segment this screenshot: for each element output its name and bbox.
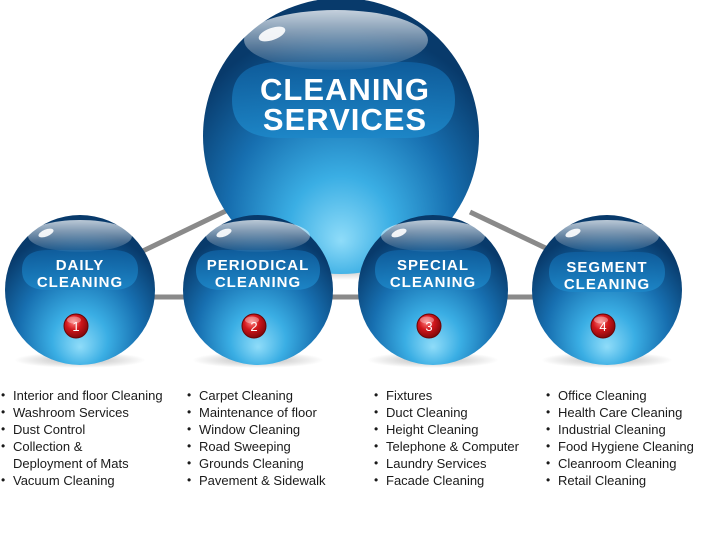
- category-segment-line1: SEGMENT: [566, 259, 647, 276]
- category-daily-line2: CLEANING: [37, 274, 123, 291]
- list-item: Dust Control: [0, 421, 163, 438]
- list-item: Telephone & Computer: [373, 438, 519, 455]
- list-item: Carpet Cleaning: [186, 387, 325, 404]
- list-item: Interior and floor Cleaning: [0, 387, 163, 404]
- category-sphere-segment: SEGMENT CLEANING 4: [532, 215, 682, 368]
- main-title-line1: CLEANING: [260, 72, 430, 107]
- list-item: Maintenance of floor: [186, 404, 325, 421]
- list-item: Road Sweeping: [186, 438, 325, 455]
- number-badge-1: 1: [63, 313, 89, 339]
- number-badge-2-label: 2: [250, 319, 257, 334]
- list-item: Fixtures: [373, 387, 519, 404]
- list-item: Health Care Cleaning: [545, 404, 694, 421]
- number-badge-4-label: 4: [599, 319, 606, 334]
- number-badge-4: 4: [590, 313, 616, 339]
- category-sphere-special: SPECIAL CLEANING 3: [358, 215, 508, 368]
- daily-cleaning-list: Interior and floor Cleaning Washroom Ser…: [0, 387, 163, 489]
- list-item: Retail Cleaning: [545, 472, 694, 489]
- list-item: Laundry Services: [373, 455, 519, 472]
- list-item: Cleanroom Cleaning: [545, 455, 694, 472]
- special-cleaning-list: Fixtures Duct Cleaning Height Cleaning T…: [373, 387, 519, 489]
- list-item: Food Hygiene Cleaning: [545, 438, 694, 455]
- number-badge-3: 3: [416, 313, 442, 339]
- category-daily-line1: DAILY: [56, 257, 105, 274]
- list-item: Collection &: [0, 438, 163, 455]
- list-item: Grounds Cleaning: [186, 455, 325, 472]
- list-item: Pavement & Sidewalk: [186, 472, 325, 489]
- main-sphere: CLEANING SERVICES: [203, 0, 479, 280]
- periodical-cleaning-list: Carpet Cleaning Maintenance of floor Win…: [186, 387, 325, 489]
- list-item: Washroom Services: [0, 404, 163, 421]
- list-item: Vacuum Cleaning: [0, 472, 163, 489]
- number-badge-1-label: 1: [72, 319, 79, 334]
- list-item: Duct Cleaning: [373, 404, 519, 421]
- number-badge-3-label: 3: [425, 319, 432, 334]
- main-title-line2: SERVICES: [263, 102, 427, 137]
- list-item: Facade Cleaning: [373, 472, 519, 489]
- category-special-line1: SPECIAL: [397, 257, 469, 274]
- list-item: Industrial Cleaning: [545, 421, 694, 438]
- category-segment-line2: CLEANING: [564, 276, 650, 293]
- number-badge-2: 2: [241, 313, 267, 339]
- list-item: Office Cleaning: [545, 387, 694, 404]
- category-sphere-periodical: PERIODICAL CLEANING 2: [183, 215, 333, 368]
- category-periodical-line1: PERIODICAL: [207, 257, 310, 274]
- category-sphere-daily: DAILY CLEANING 1: [5, 215, 155, 368]
- segment-cleaning-list: Office Cleaning Health Care Cleaning Ind…: [545, 387, 694, 489]
- category-periodical-line2: CLEANING: [215, 274, 301, 291]
- service-lists: Interior and floor Cleaning Washroom Ser…: [0, 387, 705, 537]
- list-item: Window Cleaning: [186, 421, 325, 438]
- list-item: Height Cleaning: [373, 421, 519, 438]
- category-special-line2: CLEANING: [390, 274, 476, 291]
- list-item-continuation: Deployment of Mats: [13, 456, 129, 471]
